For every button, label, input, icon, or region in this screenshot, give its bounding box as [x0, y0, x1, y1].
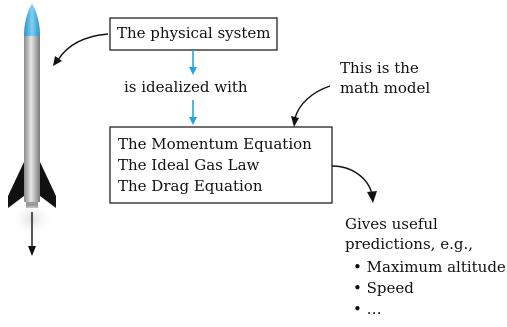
rocket-nose-cone	[24, 4, 40, 36]
prediction-item: • Speed	[353, 279, 414, 298]
rocket-nozzle	[26, 202, 38, 208]
prediction-item: • …	[353, 300, 382, 319]
prediction-text: Speed	[366, 279, 414, 297]
predictions-pointer-arrowhead	[367, 191, 377, 203]
math-model-pointer-arrowhead	[291, 116, 299, 127]
predictions-intro-line-1: Gives useful	[345, 215, 438, 233]
flow-arrow-1-head	[189, 67, 197, 75]
math-model-note-line-2: math model	[340, 79, 431, 97]
equation-drag: The Drag Equation	[118, 177, 263, 195]
idealized-label: is idealized with	[124, 78, 248, 96]
prediction-text: …	[366, 300, 382, 318]
rocket-body	[24, 36, 40, 202]
bullet-marker: •	[353, 300, 362, 318]
predictions-intro-line-2: predictions, e.g.,	[345, 235, 473, 253]
thrust-arrowhead	[28, 246, 36, 256]
physical-system-label: The physical system	[117, 24, 271, 42]
equation-momentum: The Momentum Equation	[118, 135, 312, 153]
bullet-marker: •	[353, 258, 362, 276]
math-model-note-line-1: This is the	[340, 59, 419, 77]
bullet-marker: •	[353, 279, 362, 297]
physical-system-pointer-arrow	[57, 33, 109, 61]
rocket-illustration	[8, 4, 56, 256]
rocket-right-fin	[40, 162, 56, 208]
prediction-item: • Maximum altitude	[353, 258, 506, 277]
equations-box	[109, 126, 333, 204]
math-model-pointer-arrow	[294, 85, 331, 119]
predictions-pointer-arrow	[331, 165, 373, 195]
flow-arrow-2-head	[189, 117, 197, 125]
prediction-text: Maximum altitude	[366, 258, 506, 276]
equation-ideal-gas: The Ideal Gas Law	[118, 156, 260, 174]
physical-system-pointer-arrowhead	[53, 56, 62, 66]
rocket-left-fin	[8, 162, 24, 208]
